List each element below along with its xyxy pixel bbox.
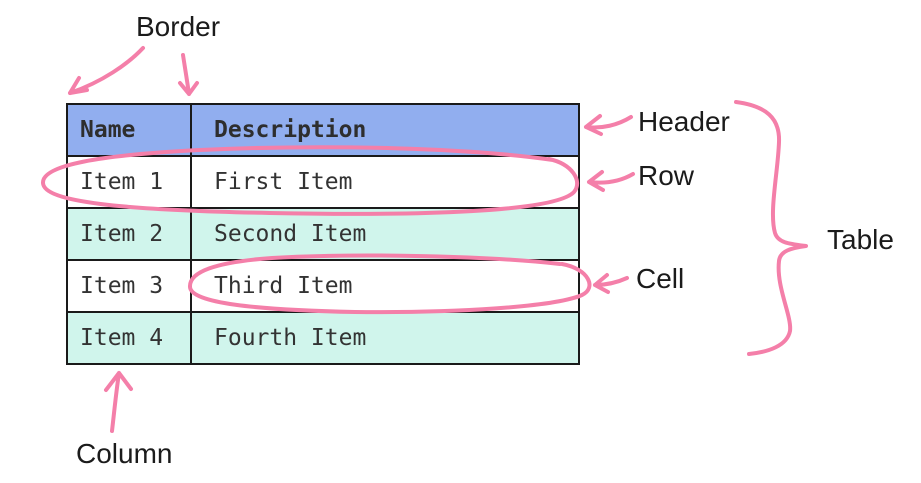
table-cell: Item 1 — [66, 155, 192, 209]
table-cell: First Item — [190, 155, 580, 209]
table-cell: Second Item — [190, 207, 580, 261]
table-cell: Third Item — [190, 259, 580, 313]
table-row: Item 3 Third Item — [66, 259, 580, 313]
table-header-row: Name Description — [66, 103, 580, 157]
demo-table: Name Description Item 1 First Item Item … — [66, 103, 580, 365]
border-arrow-diagonal — [68, 46, 145, 95]
row-label: Row — [638, 160, 695, 191]
column-arrow — [104, 371, 133, 433]
column-header-description: Description — [190, 103, 580, 157]
cell-arrow — [593, 273, 629, 294]
table-cell: Fourth Item — [190, 311, 580, 365]
table-cell: Item 3 — [66, 259, 192, 313]
table-row: Item 4 Fourth Item — [66, 311, 580, 365]
border-label: Border — [136, 11, 221, 42]
table-cell: Item 4 — [66, 311, 192, 365]
row-arrow — [587, 170, 635, 192]
table-brace — [734, 100, 808, 356]
column-header-name: Name — [66, 103, 192, 157]
header-label: Header — [638, 106, 730, 137]
table-row: Item 2 Second Item — [66, 207, 580, 261]
cell-label: Cell — [636, 263, 685, 294]
border-arrow-down — [178, 53, 199, 96]
table-cell: Item 2 — [66, 207, 192, 261]
header-arrow — [584, 114, 633, 136]
column-label: Column — [76, 438, 173, 469]
table-row: Item 1 First Item — [66, 155, 580, 209]
table-label: Table — [827, 224, 894, 255]
